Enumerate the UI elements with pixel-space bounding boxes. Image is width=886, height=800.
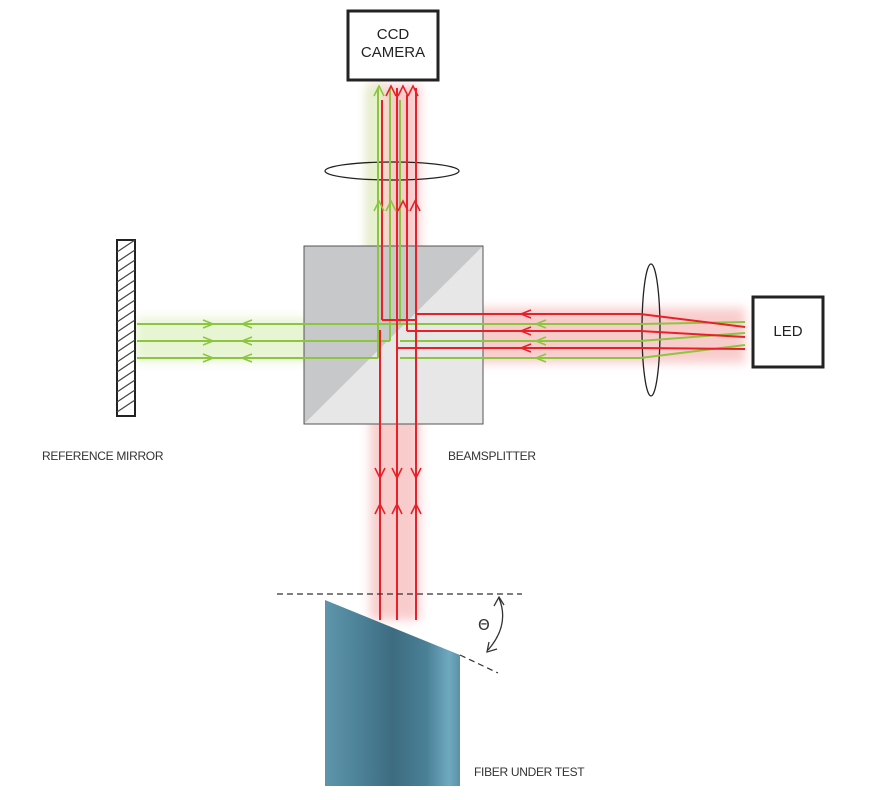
- angle-arc-arrow-bottom: [486, 641, 498, 653]
- angle-theta-label: Θ: [478, 616, 490, 634]
- beamsplitter-label: BEAMSPLITTER: [448, 449, 536, 463]
- camera-label-line2: CAMERA: [360, 44, 426, 61]
- reference-mirror: [116, 239, 136, 417]
- green-beams: [137, 88, 746, 359]
- ccd-camera-label: CCD CAMERA: [348, 26, 438, 62]
- led-label: LED: [773, 323, 803, 340]
- fiber-under-test-label: FIBER UNDER TEST: [474, 765, 585, 779]
- reference-mirror-label: REFERENCE MIRROR: [42, 449, 164, 463]
- led-box: [751, 295, 825, 369]
- camera-label-line1: CCD: [376, 26, 410, 43]
- angled-dashed-line: [459, 654, 499, 674]
- beamsplitter-cube: [303, 245, 484, 425]
- red-beams: [379, 88, 746, 620]
- angle-arc-arrow-top: [493, 595, 505, 607]
- fiber-under-test: [325, 600, 460, 786]
- led-lens: [641, 263, 661, 397]
- camera-lens: [324, 161, 460, 181]
- ccd-camera-box: [346, 9, 440, 82]
- angle-arc: [487, 597, 504, 651]
- beam-arrows: [202, 84, 547, 515]
